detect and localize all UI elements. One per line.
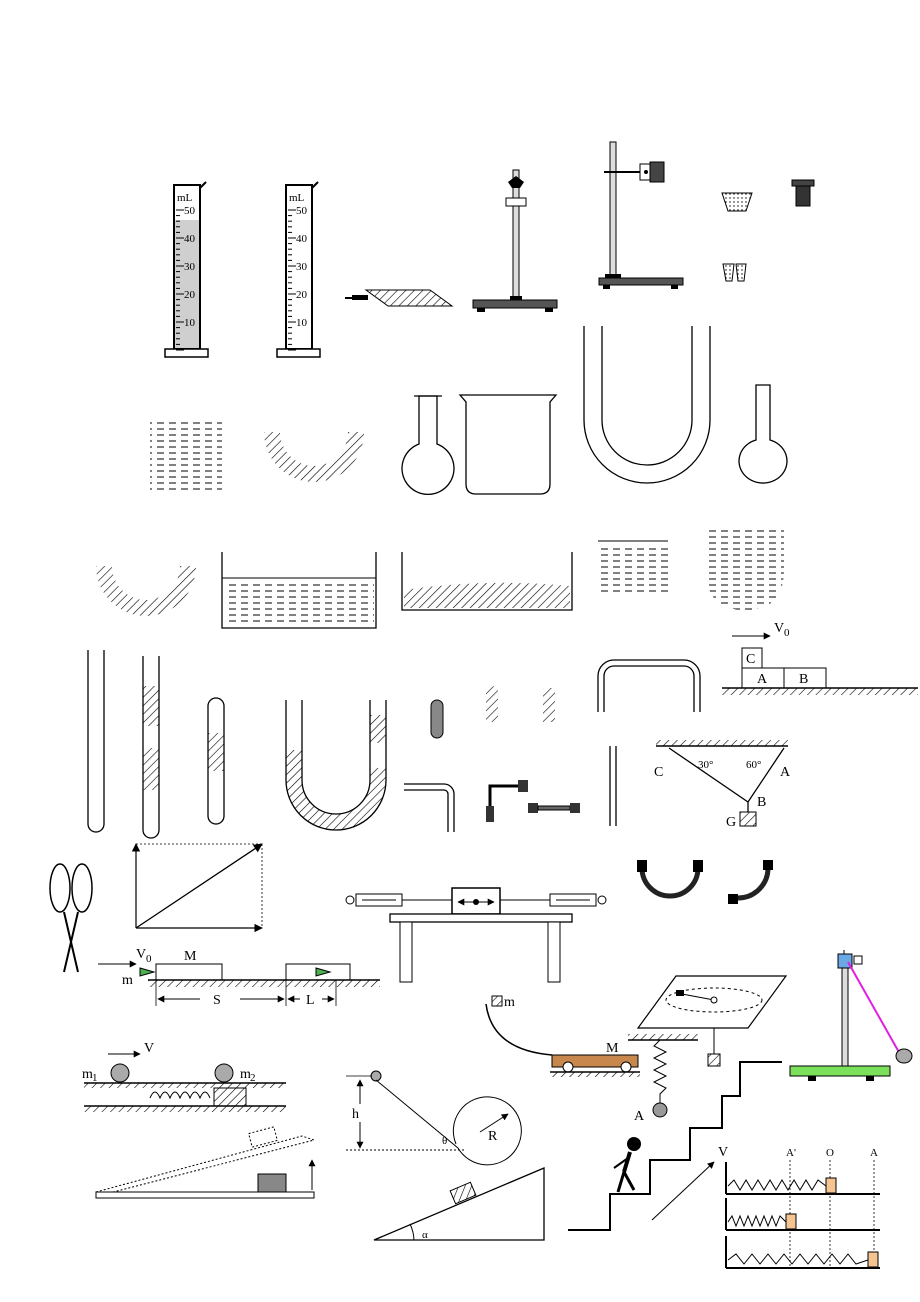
inverted-u-tube	[597, 659, 701, 712]
m1-sub: 1	[92, 1072, 98, 1084]
cylinder-tick-label: 40	[184, 233, 196, 245]
liquid-bowl-shape	[706, 526, 784, 610]
test-tube-empty	[87, 650, 105, 833]
stairs-person	[568, 1061, 782, 1231]
scissors-tongs	[49, 863, 93, 973]
spring-collision: V m 1 m 2	[82, 1041, 286, 1112]
test-tube-mercury-columns	[142, 656, 160, 839]
cork-stopper-dark	[791, 179, 815, 207]
cylinder-tick-label: 10	[184, 317, 196, 329]
osc-a-label: A	[870, 1147, 878, 1159]
loop-r-label: R	[488, 1129, 498, 1144]
tri-b-label: B	[757, 795, 766, 810]
m1-label: m	[82, 1067, 93, 1082]
wedge-block: α	[373, 1167, 545, 1241]
tri-a-label: A	[780, 765, 791, 780]
slide-s-label: S	[213, 993, 221, 1008]
m2-sub: 2	[250, 1072, 256, 1084]
stopcock-parts	[486, 780, 580, 822]
slide-v0-sub: 0	[146, 953, 152, 965]
cylinder-tick-label: 50	[296, 205, 308, 217]
v0-label: V	[774, 621, 784, 636]
cylinder-unit-label: mL	[177, 192, 193, 204]
hatched-u-bowl	[264, 432, 364, 482]
block-a-label: A	[757, 672, 768, 687]
wedge-alpha-label: α	[422, 1229, 428, 1241]
osc-o-label: O	[826, 1147, 834, 1159]
round-bottom-flask	[401, 395, 455, 495]
incline-loop: R h θ	[346, 1070, 522, 1166]
board-slide-diagram: V 0 m M S L	[98, 947, 380, 1008]
cylinder-tick-label: 10	[296, 317, 308, 329]
cylinder-tick-label: 20	[296, 289, 308, 301]
iron-stand-with-boss	[598, 141, 684, 289]
bent-tube	[404, 783, 455, 832]
liquid-dashes	[150, 420, 222, 494]
iron-stand-with-clamp	[472, 169, 558, 312]
angle-60-label: 60°	[746, 759, 761, 771]
cylinder-tick-label: 50	[184, 205, 196, 217]
beaker	[458, 394, 558, 495]
suspension-triangle: C A B G 30° 60°	[654, 740, 791, 830]
v0-sub: 0	[784, 627, 790, 639]
tilting-board	[95, 1126, 316, 1199]
spring-oscillator: V A' O A	[718, 1145, 880, 1269]
slide-l-label: L	[306, 993, 315, 1008]
graduated-cylinder-filled: mL 50 40 30 20 10	[164, 181, 209, 358]
glass-rod	[609, 746, 617, 826]
hanging-spring: A	[628, 1034, 698, 1124]
spring-a-label: A	[634, 1109, 645, 1124]
tri-g-label: G	[726, 815, 736, 830]
mercury-plugs	[430, 686, 555, 739]
curved-track-cart: m M	[485, 995, 640, 1077]
slide-m-label: m	[122, 973, 133, 988]
turntable-platform	[636, 975, 788, 1067]
hatched-u-bowl-2	[96, 566, 196, 616]
cylinder-tick-label: 30	[184, 261, 196, 273]
graduated-cylinder-empty: mL 50 40 30 20 10	[276, 181, 321, 358]
cylinder2-unit-label: mL	[289, 192, 305, 204]
cylinder-ticks: 50 40 30 20 10	[176, 205, 196, 351]
pendulum-stand	[789, 950, 913, 1081]
incline-h-label: h	[352, 1107, 359, 1122]
slide-v0-label: V	[136, 947, 146, 962]
slide-M-label: M	[184, 949, 197, 964]
tri-c-label: C	[654, 765, 663, 780]
wire-gauze	[345, 289, 454, 307]
blocks-on-surface: V 0 C A B	[722, 621, 918, 695]
rubber-tubes	[637, 860, 773, 904]
cylinder2-ticks: 50 40 30 20 10	[288, 205, 308, 351]
cylinder-tick-label: 30	[296, 261, 308, 273]
block-b-label: B	[799, 672, 808, 687]
curve-m-label: m	[504, 995, 515, 1010]
sealed-tube-mercury	[207, 697, 225, 825]
stopper-halves	[722, 263, 747, 282]
osc-v-label: V	[718, 1145, 728, 1160]
spring-balance-table	[345, 887, 607, 983]
incline-theta-label: θ	[442, 1135, 447, 1147]
block-c-label: C	[746, 652, 755, 667]
m2-label: m	[240, 1067, 251, 1082]
trough-with-sediment	[401, 552, 573, 611]
trough-with-water	[221, 552, 377, 629]
cart-M-label: M	[606, 1041, 619, 1056]
angle-30-label: 30°	[698, 759, 713, 771]
collision-v-label: V	[144, 1041, 154, 1056]
u-tube-large	[583, 326, 711, 484]
osc-a-prime-label: A'	[786, 1147, 796, 1159]
cylinder-tick-label: 20	[184, 289, 196, 301]
flask-small	[738, 384, 788, 484]
linear-graph	[131, 843, 263, 933]
u-tube-mercury	[285, 700, 387, 831]
liquid-dashes-2	[598, 540, 668, 596]
cylinder-tick-label: 40	[296, 233, 308, 245]
rubber-stopper	[721, 192, 753, 212]
